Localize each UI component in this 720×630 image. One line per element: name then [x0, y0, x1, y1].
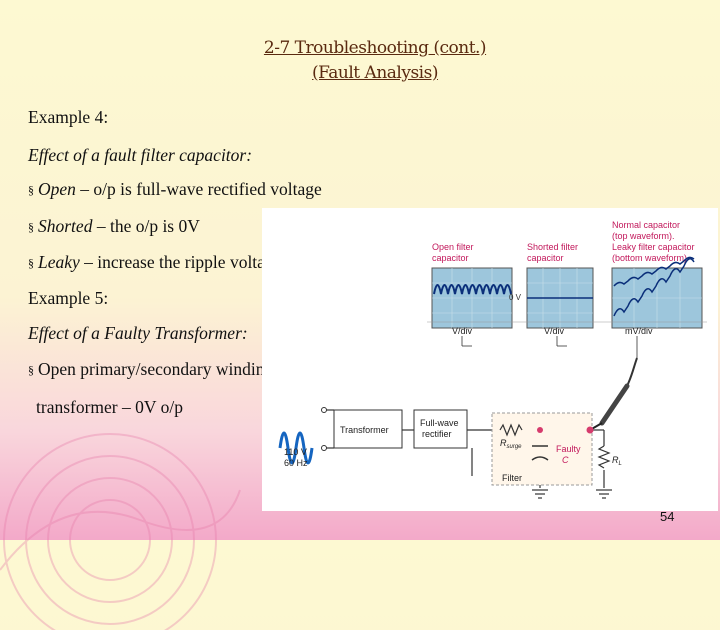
- page-number: 54: [660, 509, 675, 524]
- scope3-label: Normal capacitor (top waveform). Leaky f…: [612, 220, 697, 263]
- bullet-transformer: § Open primary/secondary winding of a: [28, 359, 304, 380]
- shorted-text: – the o/p is 0V: [92, 216, 200, 236]
- bullet-icon: §: [28, 220, 34, 234]
- scope3-mvdiv: mV/div: [625, 326, 653, 336]
- filter-block: [491, 412, 593, 486]
- bullet-icon: §: [28, 183, 34, 197]
- sine-source-icon: [278, 431, 314, 465]
- scope2-label: Shorted filter capacitor: [527, 242, 581, 263]
- transformer-text-line1: Open primary/secondary winding of a: [38, 359, 305, 379]
- open-label: Open: [38, 179, 76, 199]
- input-terminal: [321, 445, 327, 451]
- probe-point: [586, 426, 594, 434]
- zero-volt-label: 0 V: [509, 293, 522, 302]
- scope1-screen: [431, 267, 513, 329]
- shorted-label: Shorted: [38, 216, 93, 236]
- scope2-screen: [526, 267, 594, 329]
- transformer-block: [333, 409, 403, 449]
- filter-label: Filter: [502, 473, 522, 483]
- faulty-c-label: Faulty C: [556, 444, 583, 465]
- bullet-icon: §: [28, 363, 34, 377]
- rsurge-label: Rsurge: [500, 438, 522, 450]
- junction-dot: [537, 427, 543, 433]
- scope-knob-leaders: [461, 336, 638, 358]
- input-terminal: [321, 407, 327, 413]
- probe-icon: [589, 357, 638, 431]
- source-label: 110 V 60 Hz: [284, 447, 309, 468]
- load-resistor: [597, 445, 611, 469]
- rsurge-resistor: [499, 423, 523, 437]
- scope1-vdiv: V/div: [452, 326, 473, 336]
- example4-heading: Example 4:: [28, 107, 109, 127]
- example5-heading: Example 5:: [28, 288, 109, 308]
- transformer-text-line2: transformer – 0V o/p: [36, 397, 183, 417]
- slide-subtitle: (Fault Analysis): [312, 63, 438, 83]
- ground-icon: [532, 489, 548, 499]
- rl-label: RL: [612, 455, 622, 467]
- scope3-screen: [611, 256, 703, 329]
- bullet-shorted: § Shorted – the o/p is 0V: [28, 216, 200, 237]
- open-text: – o/p is full-wave rectified voltage: [75, 179, 322, 199]
- transformer-label: Transformer: [340, 425, 389, 435]
- rectifier-label: Full-wave rectifier: [420, 418, 461, 439]
- bullet-icon: §: [28, 256, 34, 270]
- bullet-open: § Open – o/p is full-wave rectified volta…: [28, 179, 322, 200]
- leaky-label: Leaky: [38, 252, 80, 272]
- slide-title: 2-7 Troubleshooting (cont.): [263, 38, 487, 58]
- scope2-vdiv: V/div: [544, 326, 565, 336]
- faulty-capacitor: [531, 445, 549, 461]
- example4-description: Effect of a fault filter capacitor:: [28, 145, 253, 165]
- rectifier-block: [413, 409, 468, 449]
- scope1-label: Open filter capacitor: [432, 242, 476, 263]
- ground-icon: [596, 489, 612, 499]
- troubleshooting-figure: Open filter capacitor Shorted filter cap…: [262, 208, 718, 511]
- example5-description: Effect of a Faulty Transformer:: [28, 323, 248, 343]
